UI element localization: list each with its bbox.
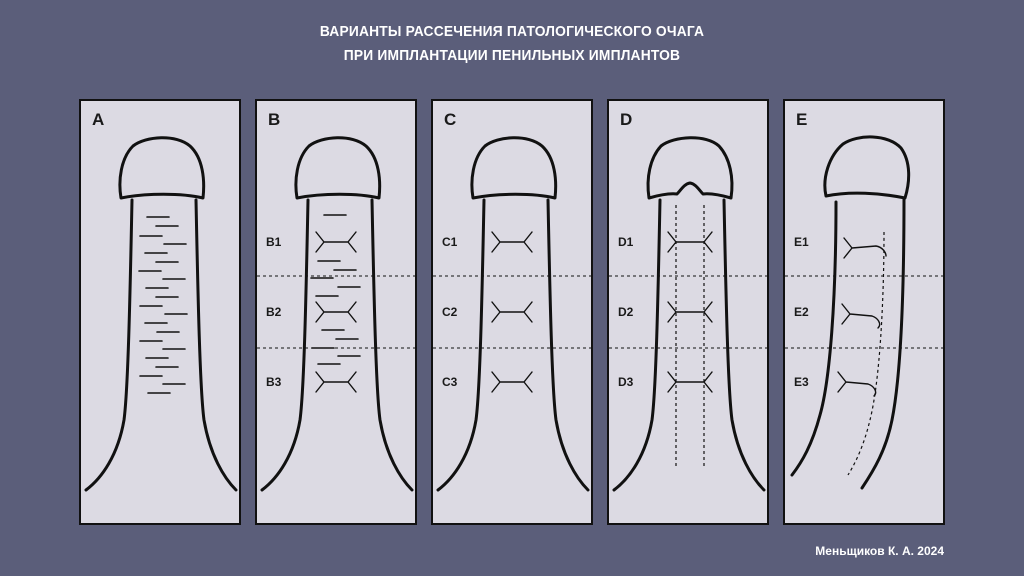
panel-a-glans (118, 136, 206, 200)
label-e3: E3 (794, 375, 809, 389)
panel-c-incision-1 (491, 231, 533, 253)
panel-e: E E1 E2 E3 (783, 99, 945, 525)
label-d3: D3 (618, 375, 634, 389)
panel-c: C C1 C2 C3 (431, 99, 593, 525)
panel-b-shaft-left (260, 198, 310, 492)
panel-c-letter: C (444, 110, 456, 129)
label-c3: C3 (442, 375, 458, 389)
panel-b-shaft-right (370, 198, 414, 492)
panel-c-incision-3 (491, 371, 533, 393)
label-d1: D1 (618, 235, 634, 249)
panel-e-dotted-curve (847, 231, 885, 476)
author-credit: Меньщиков К. А. 2024 (815, 544, 944, 558)
label-b2: B2 (266, 305, 282, 319)
title-line-1: ВАРИАНТЫ РАССЕЧЕНИЯ ПАТОЛОГИЧЕСКОГО ОЧАГ… (319, 23, 705, 40)
panel-b-letter: B (268, 110, 280, 129)
panel-b-incision-2 (315, 301, 357, 323)
panel-b-hatching (310, 214, 361, 365)
panel-e-shaft-right (860, 196, 906, 490)
panel-e-glans (823, 135, 911, 200)
panel-d-incision-1 (667, 231, 713, 253)
panel-e-incision-1 (843, 237, 887, 259)
panel-a-shaft-left (84, 198, 134, 492)
panel-b-incision-3 (315, 371, 357, 393)
panel-a-hatching (138, 216, 188, 394)
panel-c-glans (470, 136, 558, 200)
label-e2: E2 (794, 305, 809, 319)
title-line-2: ПРИ ИМПЛАНТАЦИИ ПЕНИЛЬНЫХ ИМПЛАНТОВ (343, 47, 681, 64)
diagram-title: ВАРИАНТЫ РАССЕЧЕНИЯ ПАТОЛОГИЧЕСКОГО ОЧАГ… (41, 20, 983, 68)
panel-d-glans (646, 136, 734, 200)
panel-c-shaft-right (546, 198, 590, 492)
label-c2: C2 (442, 305, 458, 319)
panel-c-incision-2 (491, 301, 533, 323)
label-e1: E1 (794, 235, 809, 249)
panel-d-shaft-right (722, 198, 766, 492)
label-b3: B3 (266, 375, 282, 389)
panel-e-incision-3 (837, 371, 877, 397)
panel-b: B B1 B2 B3 (255, 99, 417, 525)
panel-a-shaft-right (194, 198, 238, 492)
panel-e-letter: E (796, 110, 807, 129)
label-d2: D2 (618, 305, 634, 319)
label-b1: B1 (266, 235, 282, 249)
panel-d-shaft-left (612, 198, 662, 492)
panel-d-letter: D (620, 110, 632, 129)
panel-d-incision-3 (667, 371, 713, 393)
panel-d-incision-2 (667, 301, 713, 323)
label-c1: C1 (442, 235, 458, 249)
panel-a: A (79, 99, 241, 525)
panel-a-letter: A (92, 110, 104, 129)
panel-e-shaft-left (790, 200, 838, 477)
panel-c-shaft-left (436, 198, 486, 492)
panel-b-glans (294, 136, 382, 200)
panel-d: D D1 D2 D3 (607, 99, 769, 525)
panel-e-incision-2 (841, 303, 881, 329)
panel-b-incision-1 (315, 231, 357, 253)
